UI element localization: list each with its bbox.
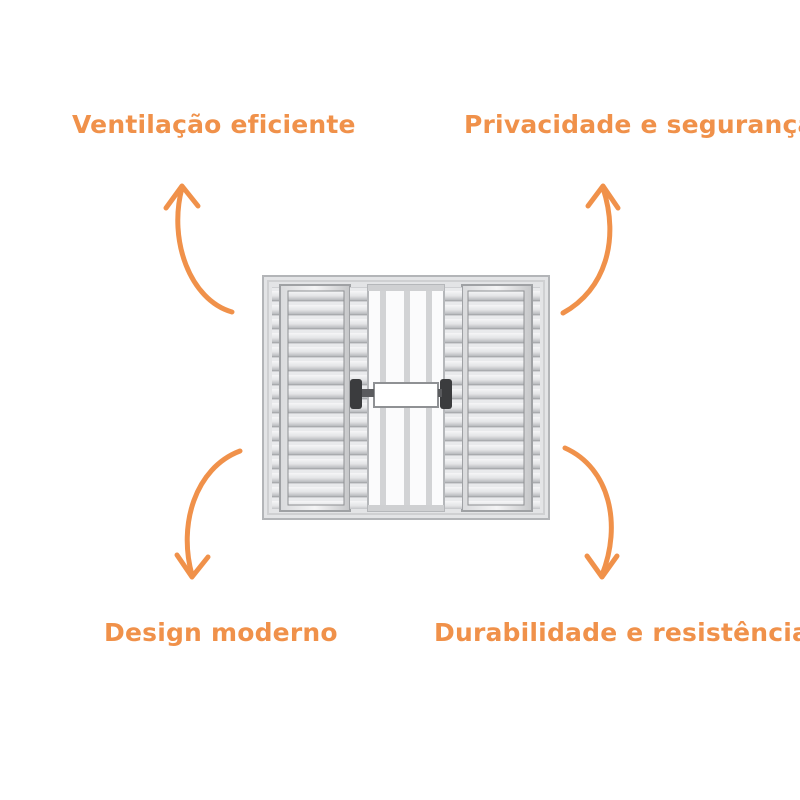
aluminum-louver-window-icon [262,275,550,520]
feature-privacy-security-label: Privacidade e segurança [464,110,800,139]
arrow-bottom-left-icon [174,448,243,580]
arrow-bottom-right-icon [562,445,620,580]
feature-modern-design-label: Design moderno [104,618,338,647]
arrow-top-left-icon [163,183,235,315]
window-product-image [262,275,550,520]
feature-durability-label: Durabilidade e resistência [434,618,800,647]
feature-ventilation-label: Ventilação eficiente [72,110,356,139]
arrow-top-right-icon [560,183,621,316]
